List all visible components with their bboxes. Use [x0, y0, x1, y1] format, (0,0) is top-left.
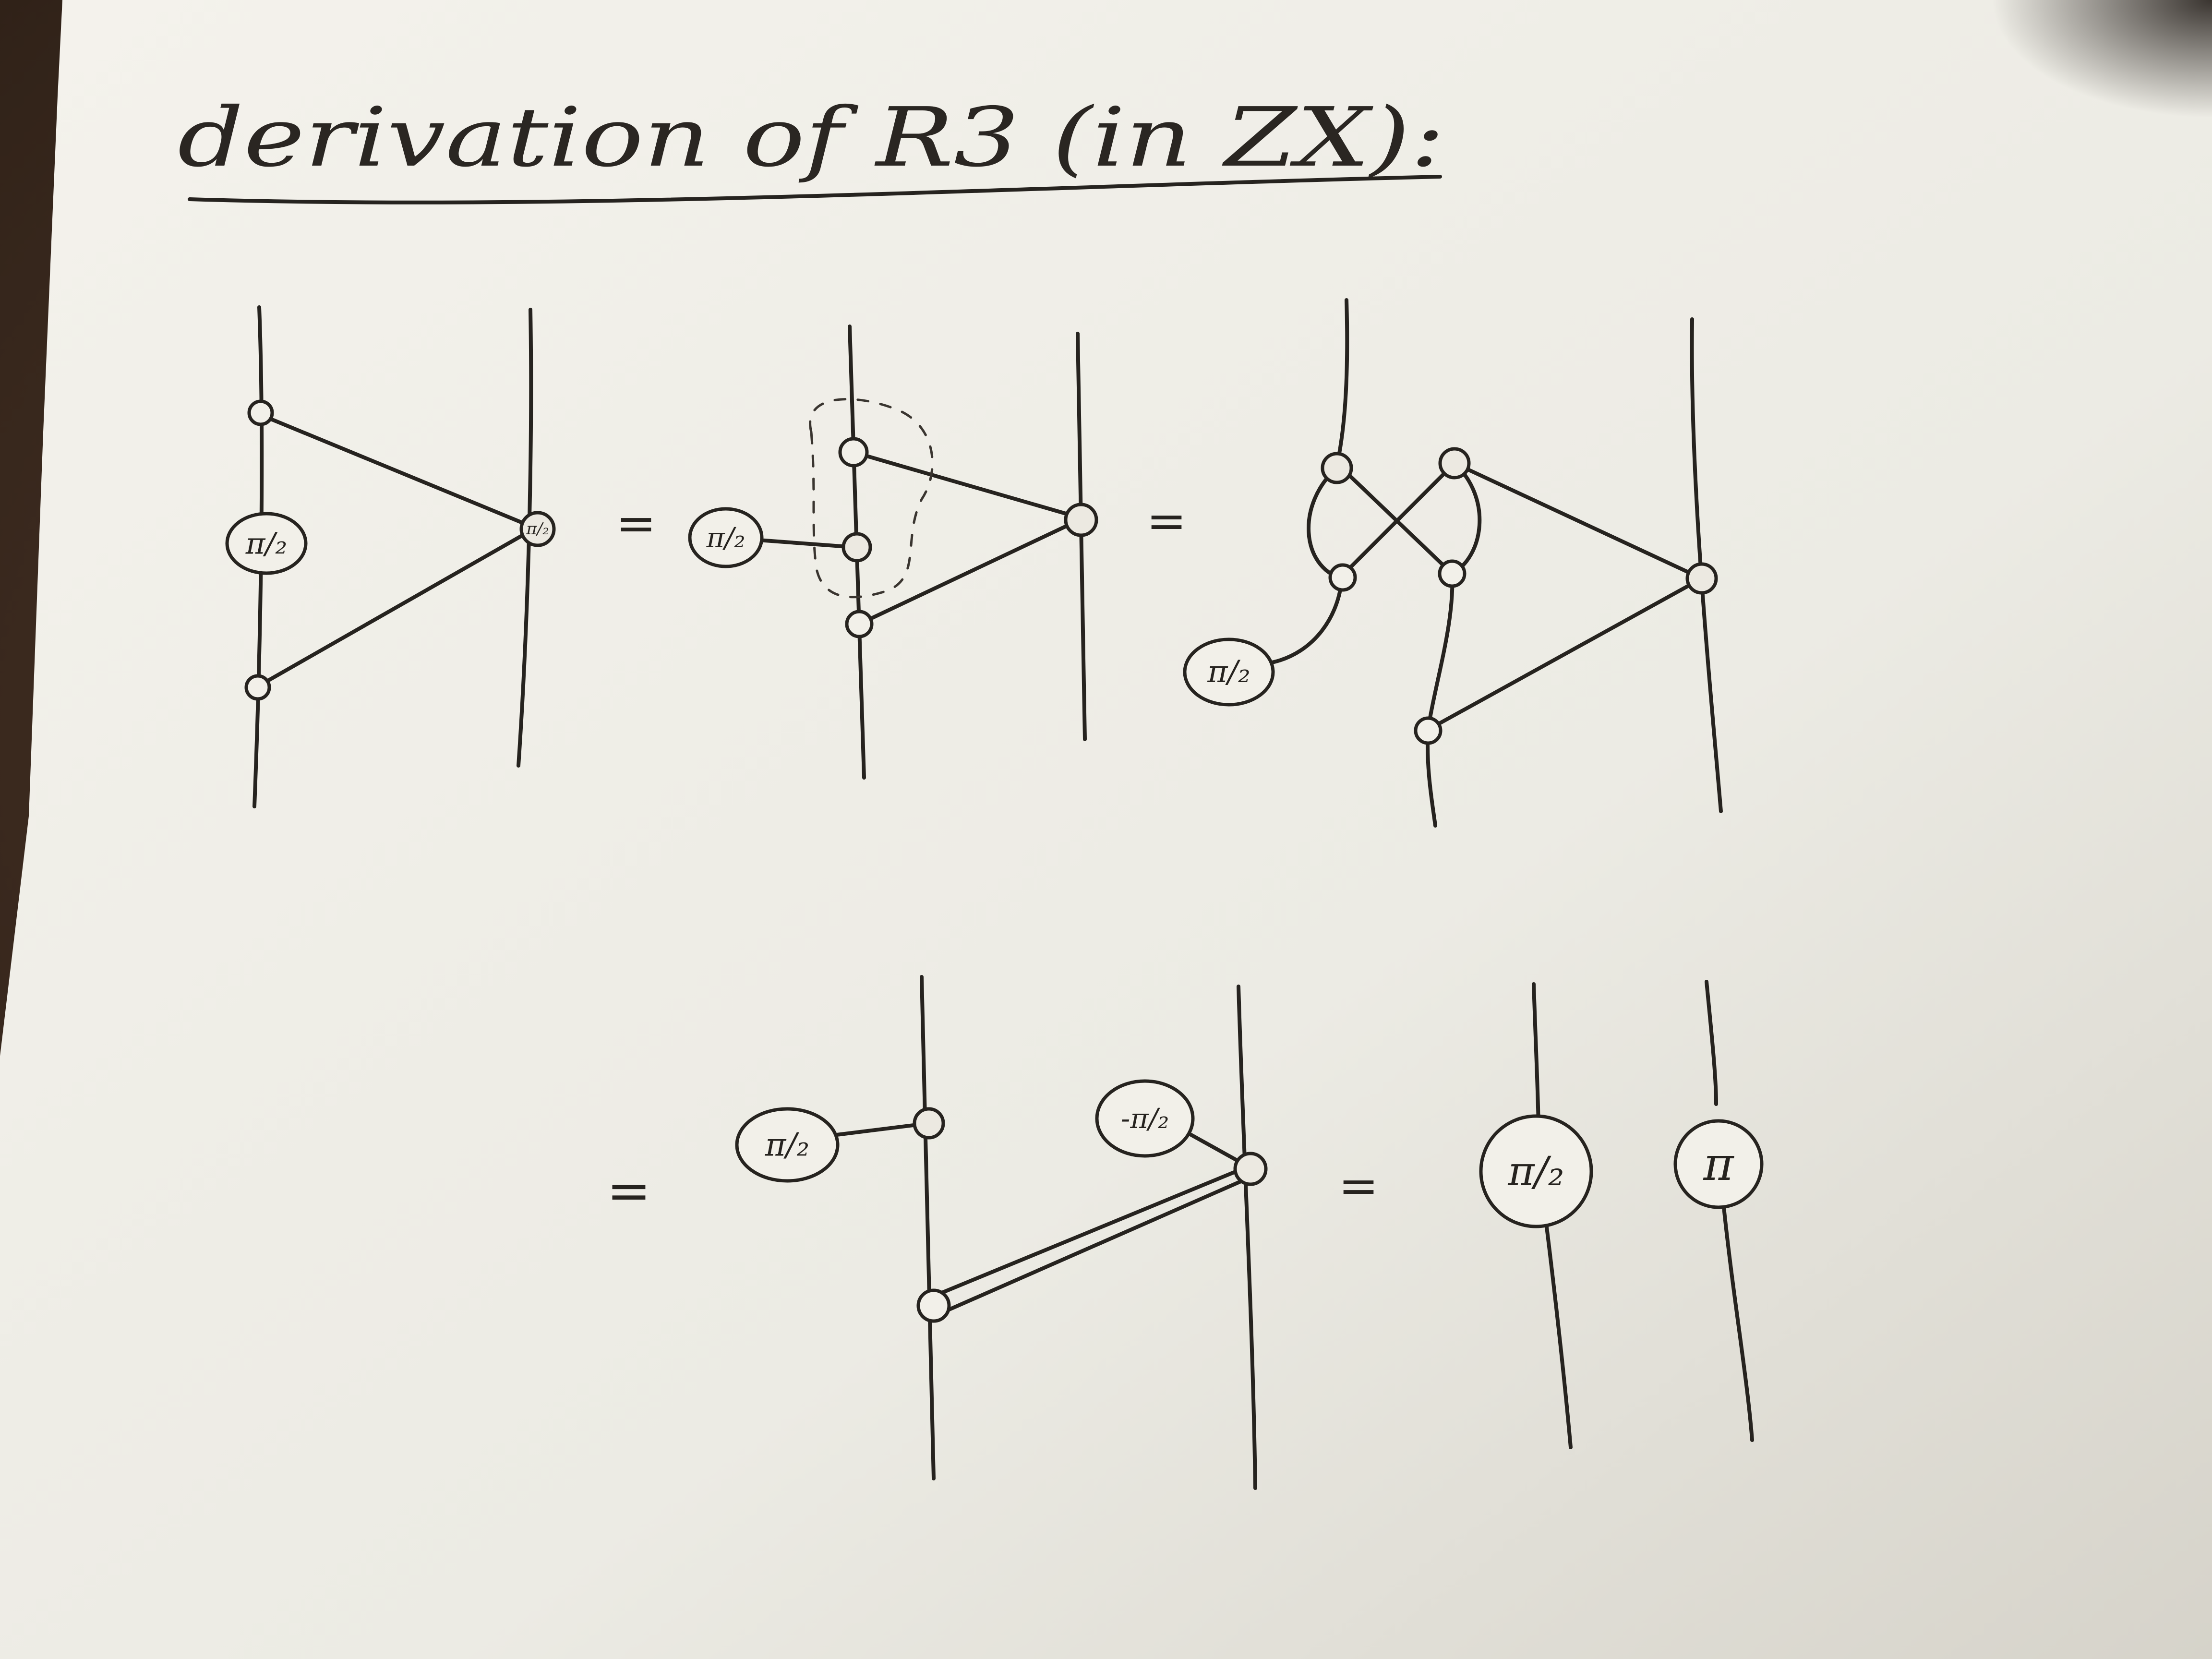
spider-d3-bottom — [1414, 716, 1443, 745]
diagram-3: π/₂ — [1183, 298, 1723, 828]
edge-d4-double-b — [934, 1174, 1255, 1317]
title-underline — [188, 175, 1442, 204]
wire-d5-right-bottom — [1721, 1201, 1754, 1442]
edge-d2-bottom — [857, 517, 1084, 626]
diagram-1: π/₂ π/₂ — [225, 305, 556, 808]
diagram-5: π/₂ π — [1479, 980, 1764, 1449]
phase-label-d4-left: π/₂ — [765, 1127, 809, 1164]
edge-d3-phase — [1270, 577, 1344, 664]
edge-d3-bottom — [1426, 577, 1704, 732]
spider-d1-right — [519, 511, 556, 547]
spider-d3-midright — [1438, 559, 1467, 588]
spider-d1-bottom — [244, 674, 271, 701]
edge-d4-double-a — [932, 1165, 1250, 1298]
phase-spider-d4-right — [1095, 1079, 1195, 1158]
spider-d2-bottom — [845, 610, 874, 638]
spider-d2-middle — [842, 532, 872, 563]
edge-d3-cross-b — [1340, 461, 1456, 578]
spider-d4-right — [1233, 1152, 1268, 1186]
edge-d3-loop-left — [1307, 466, 1344, 580]
wire-d5-left-bottom — [1544, 1217, 1573, 1449]
phase-label-d5-left: π/₂ — [1507, 1148, 1564, 1195]
phase-spider-d3 — [1183, 637, 1275, 707]
spider-d3-right — [1685, 562, 1718, 595]
phase-label-d5-right: π — [1703, 1137, 1734, 1191]
spider-d3-topleft — [1321, 452, 1353, 484]
edge-d1-top — [260, 413, 537, 530]
spider-d4-left-top — [913, 1107, 945, 1140]
spider-d4-left-bottom — [916, 1288, 951, 1323]
phase-label-d1-right: π/₂ — [526, 519, 549, 539]
phase-spider-d5-right — [1673, 1119, 1764, 1209]
diagram-2: π/₂ — [688, 325, 1098, 780]
equals-4: = — [1338, 1158, 1379, 1214]
dashed-outline-d2 — [809, 398, 934, 599]
phase-label-d3: π/₂ — [1207, 654, 1250, 690]
phase-label-d1: π/₂ — [245, 526, 288, 561]
paper-corner-shadow — [1584, 0, 2212, 336]
phase-label-d2: π/₂ — [706, 521, 745, 554]
edge-d1-bottom — [256, 526, 537, 688]
wire-d4-left — [920, 975, 936, 1480]
edge-d3-top — [1453, 461, 1704, 580]
wire-d3-left-top — [1335, 298, 1349, 468]
spider-d3-midleft — [1328, 563, 1357, 592]
edge-d4-phase-left — [831, 1121, 931, 1137]
equals-2: = — [1146, 493, 1187, 549]
spider-d2-top — [838, 437, 869, 468]
phase-label-d4-right: -π/₂ — [1121, 1102, 1169, 1135]
spider-d3-topright — [1438, 447, 1471, 480]
equals-1: = — [616, 495, 656, 552]
wire-d5-right-top — [1705, 980, 1718, 1106]
wire-d4-right — [1237, 985, 1257, 1490]
edge-d2-top — [852, 450, 1084, 520]
phase-spider-d5-left — [1479, 1114, 1593, 1228]
diagram-4: π/₂ -π/₂ — [735, 975, 1268, 1490]
title-text: derivation of R3 (in ZX): — [178, 90, 1445, 185]
wire-d2-right — [1076, 332, 1087, 741]
spider-d1-top — [247, 399, 274, 426]
equals-3: = — [607, 1160, 651, 1221]
edge-d2-phase — [757, 538, 856, 549]
phase-spider-d1 — [225, 512, 308, 575]
spider-d2-right — [1064, 503, 1098, 537]
phase-spider-d4-left — [735, 1107, 840, 1183]
phase-spider-d2 — [688, 507, 764, 568]
